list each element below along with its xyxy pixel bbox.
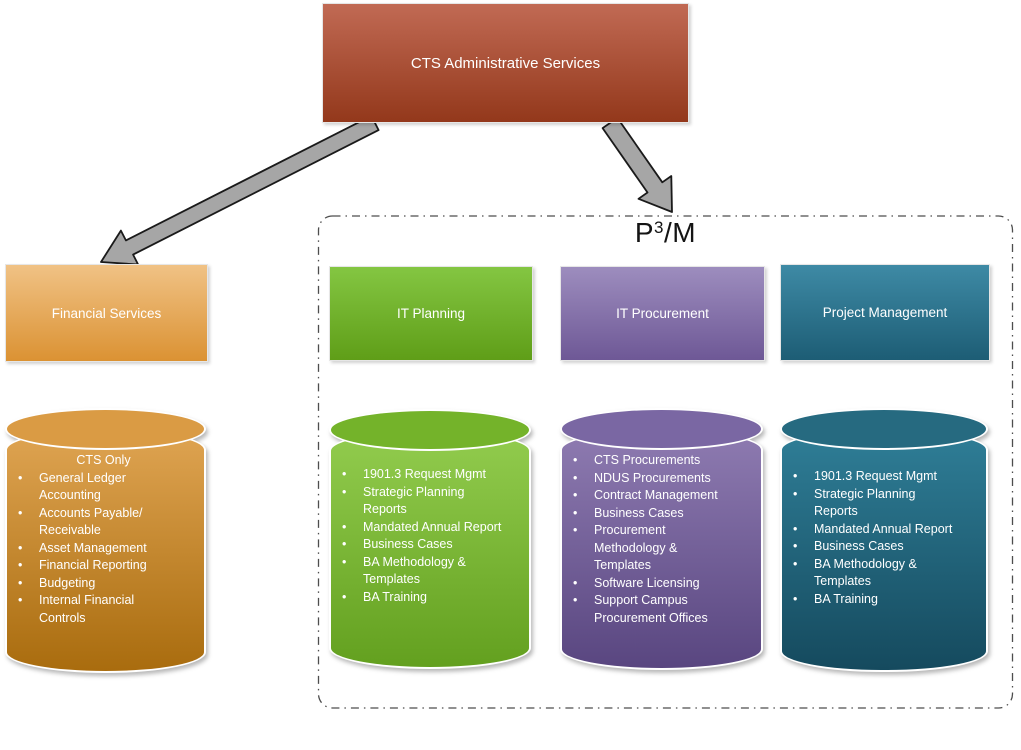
list-item: Strategic Planning Reports — [329, 484, 527, 519]
cts-only-heading: CTS Only — [76, 453, 131, 467]
p3m-label-base: P — [634, 217, 655, 248]
list-item: Mandated Annual Report — [329, 519, 527, 537]
cylinder-lid — [560, 408, 763, 450]
financial-services-cylinder: CTS Only General Ledger AccountingAccoun… — [5, 408, 206, 673]
list-item: Procurement Methodology & Templates — [560, 522, 759, 575]
arrow-to-p3m — [601, 117, 673, 213]
financial-services-list: CTS Only General Ledger AccountingAccoun… — [5, 452, 202, 627]
it-planning-label: IT Planning — [396, 306, 466, 321]
list-item: Financial Reporting — [5, 557, 202, 575]
cylinder-lid — [780, 408, 988, 450]
project-management-cylinder: 1901.3 Request MgmtStrategic Planning Re… — [780, 408, 988, 672]
cylinder-lid — [5, 408, 206, 450]
financial-services-box: Financial Services — [5, 264, 208, 362]
project-management-box: Project Management — [780, 264, 990, 361]
list-item: Mandated Annual Report — [780, 521, 984, 539]
root-box-label: CTS Administrative Services — [410, 54, 601, 72]
it-planning-cylinder: 1901.3 Request MgmtStrategic Planning Re… — [329, 409, 531, 669]
list-item: BA Methodology & Templates — [329, 554, 527, 589]
it-planning-list: 1901.3 Request MgmtStrategic Planning Re… — [329, 466, 527, 606]
list-item: BA Training — [329, 589, 527, 607]
project-management-list: 1901.3 Request MgmtStrategic Planning Re… — [780, 468, 984, 608]
bullet-list: 1901.3 Request MgmtStrategic Planning Re… — [780, 468, 984, 608]
root-box-cts-administrative-services: CTS Administrative Services — [322, 3, 689, 123]
bullet-list: CTS ProcurementsNDUS ProcurementsContrac… — [560, 452, 759, 627]
list-item: Business Cases — [780, 538, 984, 556]
bullet-list: 1901.3 Request MgmtStrategic Planning Re… — [329, 466, 527, 606]
list-item: Support Campus Procurement Offices — [560, 592, 759, 627]
list-item: Strategic Planning Reports — [780, 486, 984, 521]
it-procurement-cylinder: CTS ProcurementsNDUS ProcurementsContrac… — [560, 408, 763, 670]
list-item: BA Methodology & Templates — [780, 556, 984, 591]
it-procurement-box: IT Procurement — [560, 266, 765, 361]
project-management-label: Project Management — [822, 305, 948, 320]
it-procurement-label: IT Procurement — [616, 306, 709, 321]
p3m-group-label: P3/M — [318, 217, 1013, 249]
cylinder-lid — [329, 409, 531, 451]
list-item: Asset Management — [5, 540, 202, 558]
list-item: CTS Procurements — [560, 452, 759, 470]
it-procurement-list: CTS ProcurementsNDUS ProcurementsContrac… — [560, 452, 759, 627]
it-planning-box: IT Planning — [329, 266, 533, 361]
list-item: 1901.3 Request Mgmt — [329, 466, 527, 484]
list-item: Budgeting — [5, 575, 202, 593]
bullet-list: General Ledger AccountingAccounts Payabl… — [5, 470, 202, 628]
financial-services-label: Financial Services — [51, 305, 162, 321]
list-item: Business Cases — [329, 536, 527, 554]
list-item: Internal Financial Controls — [5, 592, 202, 627]
list-item: General Ledger Accounting — [5, 470, 202, 505]
list-item: 1901.3 Request Mgmt — [780, 468, 984, 486]
list-item: Business Cases — [560, 505, 759, 523]
p3m-label-rest: /M — [664, 217, 697, 248]
list-item: NDUS Procurements — [560, 470, 759, 488]
list-item: Accounts Payable/ Receivable — [5, 505, 202, 540]
list-item: BA Training — [780, 591, 984, 609]
p3m-label-superscript: 3 — [654, 218, 665, 237]
list-item: Contract Management — [560, 487, 759, 505]
list-item: Software Licensing — [560, 575, 759, 593]
